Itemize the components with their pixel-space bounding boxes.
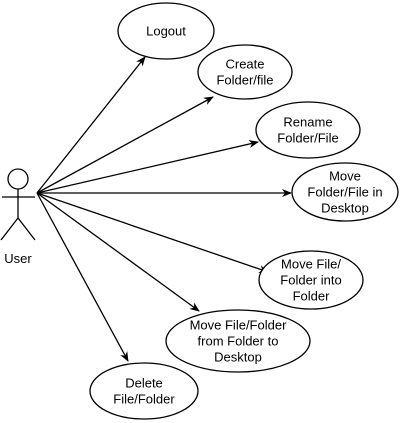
actor-right-leg <box>17 217 36 241</box>
use-case-ellipse <box>89 362 199 420</box>
use-case-label: Folder/File <box>277 131 338 146</box>
use-case-ellipse <box>258 250 364 310</box>
use-case-ellipse <box>291 162 399 222</box>
use-case-label: Delete <box>125 376 163 391</box>
use-case-label: File/Folder <box>113 392 175 407</box>
actor-user: User <box>0 168 36 266</box>
use-case-ellipse <box>165 309 311 373</box>
use-case-label: Desktop <box>321 201 369 216</box>
association-arrow-logout <box>36 56 146 194</box>
use-case-label: from Folder to <box>198 334 279 349</box>
association-arrow-delete-file-folder <box>36 192 129 362</box>
use-case-label: Folder/File in <box>307 185 382 200</box>
actor-head <box>7 168 29 190</box>
use-case-label: Logout <box>146 24 186 39</box>
use-case-ellipse <box>117 2 215 60</box>
use-cases: LogoutCreateFolder/fileRenameFolder/File… <box>89 2 399 420</box>
association-arrow-rename-folder-file <box>36 140 259 194</box>
association-arrow-move-file-folder-from-folder-to-desktop <box>36 192 200 312</box>
actor-label: User <box>4 251 32 266</box>
actor-left-leg <box>0 217 19 241</box>
associations <box>36 56 292 362</box>
association-arrow-create-folder-file <box>36 96 214 194</box>
use-case-label: Desktop <box>214 350 262 365</box>
use-case-label: Move <box>329 169 361 184</box>
association-arrow-move-file-folder-into-folder <box>36 192 269 273</box>
use-case-ellipse <box>197 44 293 100</box>
use-case-ellipse <box>255 101 361 159</box>
use-case-label: Folder/file <box>216 73 273 88</box>
use-case-logout: Logout <box>117 2 215 60</box>
use-case-label: Folder into <box>280 273 341 288</box>
use-case-label: Move File/ <box>281 257 341 272</box>
use-case-label: Move File/Folder <box>190 318 287 333</box>
use-case-label: Create <box>225 57 264 72</box>
use-case-label: Rename <box>283 115 332 130</box>
use-case-label: Folder <box>293 289 331 304</box>
